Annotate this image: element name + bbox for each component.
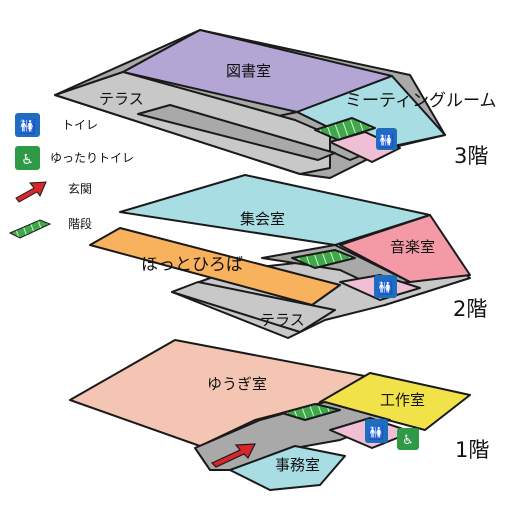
legend-toilet: 🚻 トイレ bbox=[15, 113, 98, 137]
open-space-label: ほっとひろば bbox=[141, 255, 243, 275]
terrace-3f-walk bbox=[137, 104, 336, 161]
terrace-3f-label: テラス bbox=[99, 90, 144, 108]
legend: 🚻 トイレ ♿ ゆったりトイレ 玄関 階段 bbox=[8, 113, 134, 239]
office-room bbox=[229, 445, 346, 491]
workshop-label: 工作室 bbox=[380, 391, 425, 409]
stairs-icon bbox=[8, 219, 52, 239]
hall-label: 集会室 bbox=[240, 210, 285, 228]
office-label: 事務室 bbox=[275, 456, 320, 474]
legend-accessible: ♿ ゆったりトイレ bbox=[15, 146, 134, 170]
floor-2-label: 2階 bbox=[453, 297, 487, 321]
legend-toilet-label: トイレ bbox=[62, 118, 98, 132]
svg-text:♿: ♿ bbox=[21, 152, 34, 168]
playroom-label: ゆうぎ室 bbox=[207, 375, 267, 393]
stairs-1f bbox=[281, 403, 341, 421]
accessible-toilet-icon bbox=[15, 146, 40, 170]
floor-1: ゆうぎ室 工作室 事務室 🚻 ♿ 1階 bbox=[69, 339, 489, 491]
floor-3-label: 3階 bbox=[454, 144, 488, 168]
stairs-2f bbox=[291, 249, 356, 269]
terrace-2f-label: テラス bbox=[260, 311, 305, 329]
legend-accessible-label: ゆったりトイレ bbox=[50, 151, 134, 165]
legend-entrance: 玄関 bbox=[15, 181, 92, 203]
legend-stairs: 階段 bbox=[8, 216, 92, 239]
svg-text:🚻: 🚻 bbox=[19, 118, 36, 135]
terrace-2f bbox=[171, 281, 336, 333]
floor-2: 集会室 音楽室 ほっとひろば テラス 🚻 2階 bbox=[89, 174, 487, 339]
toilet-icon: 🚻 bbox=[374, 275, 397, 298]
open-space-room bbox=[89, 227, 341, 306]
svg-text:🚻: 🚻 bbox=[368, 425, 384, 441]
svg-text:🚻: 🚻 bbox=[377, 280, 393, 296]
floor-3: 図書室 ミーティングルーム テラス 🚻 3階 bbox=[54, 29, 496, 179]
floor-1-label: 1階 bbox=[455, 438, 489, 462]
toilet-icon: 🚻 bbox=[376, 128, 397, 150]
toilet-icon: 🚻 bbox=[365, 419, 388, 443]
entrance-arrow-icon bbox=[210, 443, 256, 468]
stairs-3f bbox=[314, 117, 376, 141]
legend-stairs-label: 階段 bbox=[68, 216, 92, 231]
music-label: 音楽室 bbox=[390, 238, 435, 256]
library-label: 図書室 bbox=[226, 62, 271, 80]
svg-text:♿: ♿ bbox=[402, 433, 414, 448]
accessible-toilet-icon: ♿ bbox=[397, 428, 419, 450]
meeting-label: ミーティングルーム bbox=[345, 91, 496, 111]
entrance-arrow-icon bbox=[15, 181, 47, 203]
legend-entrance-label: 玄関 bbox=[68, 181, 92, 196]
toilet-icon bbox=[15, 113, 40, 137]
svg-text:🚻: 🚻 bbox=[378, 133, 394, 149]
